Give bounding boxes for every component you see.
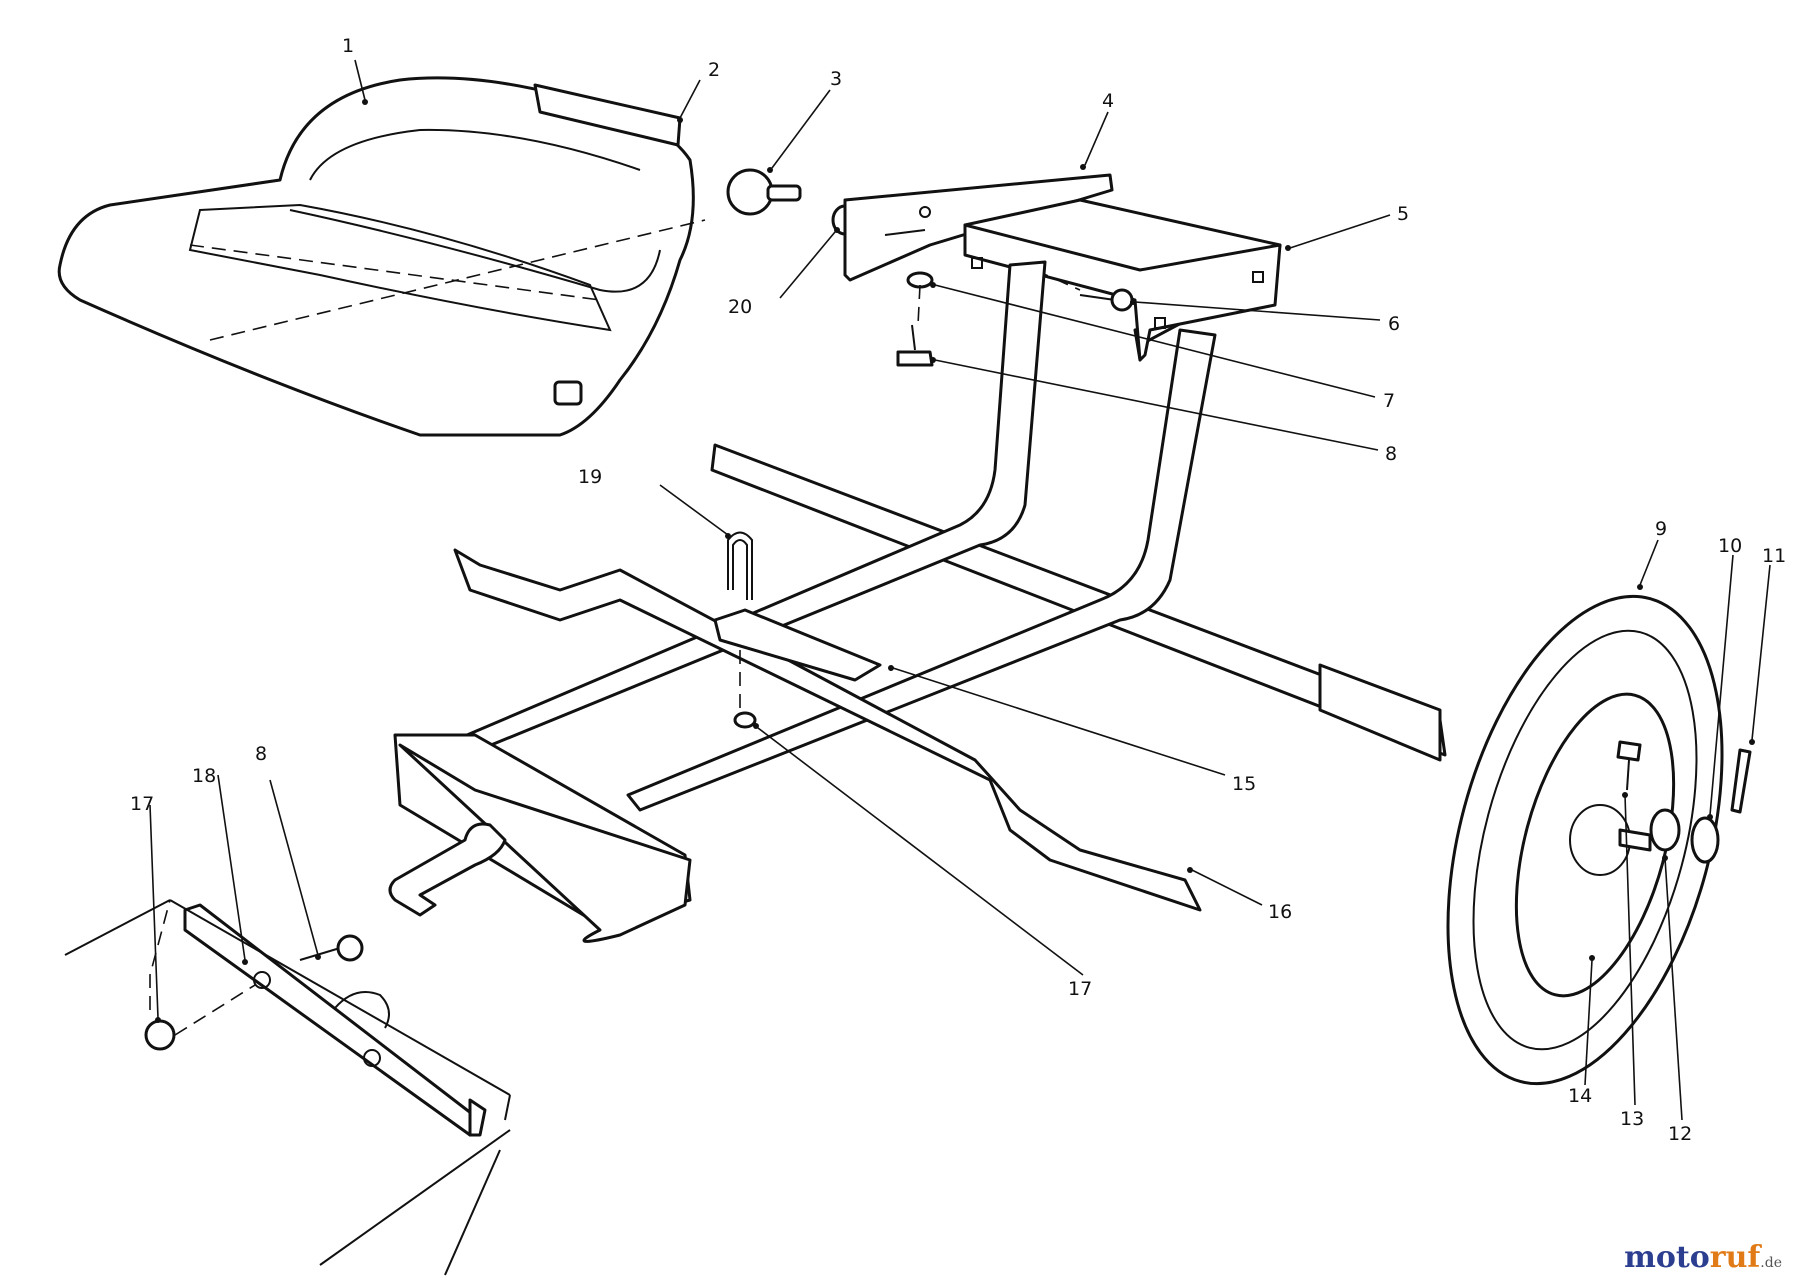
cart-frame [388, 260, 1447, 943]
hitch-bracket [183, 903, 487, 1137]
callout-7: 7 [1383, 390, 1395, 412]
callout-10: 10 [1718, 535, 1742, 557]
callout-17-center: 17 [1068, 978, 1092, 1000]
callout-11: 11 [1762, 545, 1786, 567]
callout-8-lower: 8 [255, 743, 267, 765]
callout-16: 16 [1268, 901, 1292, 923]
callout-3: 3 [830, 68, 842, 90]
bearing [1649, 808, 1681, 852]
seat-back-panel [533, 83, 682, 147]
callout-15: 15 [1232, 773, 1256, 795]
callout-6: 6 [1388, 313, 1400, 335]
callout-2: 2 [708, 59, 720, 81]
watermark-logo: motoruf.de [1624, 1240, 1782, 1275]
hex-nut [733, 711, 757, 729]
wheel-bolt [1616, 740, 1642, 791]
seat-knob [726, 168, 802, 216]
wheel [1446, 594, 1724, 1086]
callout-labels: 1 2 3 4 5 6 7 8 9 10 11 12 13 14 15 16 1… [130, 35, 1786, 1145]
carriage-bolt [1079, 288, 1134, 312]
callout-leaders [149, 59, 1771, 1121]
watermark-suffix: .de [1760, 1255, 1782, 1271]
hex-screw [896, 324, 934, 367]
callout-19: 19 [578, 466, 602, 488]
watermark-part1: moto [1624, 1240, 1710, 1275]
callout-8-upper: 8 [1385, 443, 1397, 465]
callout-1: 1 [342, 35, 354, 57]
lock-washer [906, 271, 934, 289]
callout-13: 13 [1620, 1108, 1644, 1130]
watermark-part2: ruf [1709, 1240, 1761, 1275]
callout-12: 12 [1668, 1123, 1692, 1145]
callout-5: 5 [1397, 203, 1409, 225]
seat [57, 76, 706, 437]
callout-14: 14 [1568, 1085, 1592, 1107]
axle-washer [1690, 816, 1720, 864]
clamp-plate [713, 608, 882, 682]
callout-18: 18 [192, 765, 216, 787]
callout-9: 9 [1655, 518, 1667, 540]
callout-4: 4 [1102, 90, 1114, 112]
cotter-pin [1730, 748, 1752, 814]
callout-20: 20 [728, 296, 752, 318]
u-bolt [727, 531, 753, 600]
callout-17-left: 17 [130, 793, 154, 815]
flange-nut [144, 1019, 176, 1051]
